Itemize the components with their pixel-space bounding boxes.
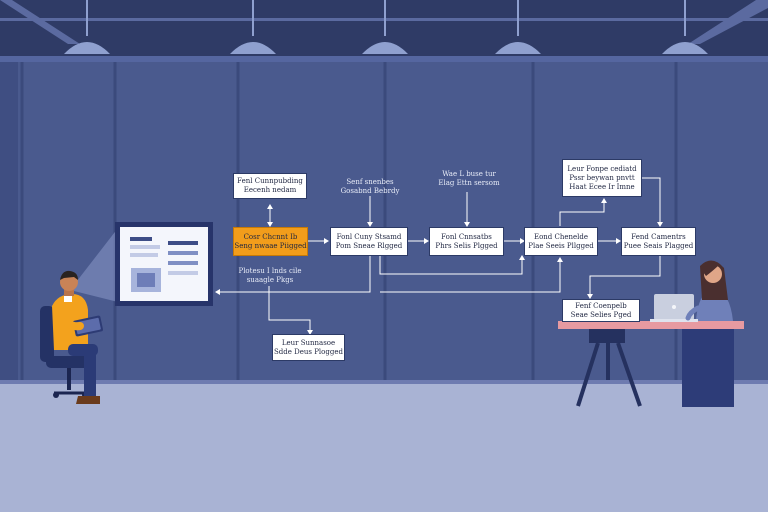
node-line: Fonl Cuny Stsamd	[336, 232, 402, 241]
node-line: Puee Seais Plagged	[623, 241, 694, 250]
desk-with-laptop-user	[558, 260, 744, 407]
node-line: Fenf Coenpelb	[575, 301, 627, 310]
mid-label-line1: Plotesu I lnds cile	[238, 267, 302, 275]
pendant-lamp	[230, 0, 276, 54]
node-line: Sdde Deus Plogged	[274, 347, 343, 356]
floor	[0, 382, 768, 512]
baseboard	[0, 380, 768, 384]
box-3-label-line2: Elag Ettn sersom	[438, 179, 500, 187]
mid-label-line2: suaagle Pkgs	[246, 276, 294, 284]
node-line: Cosr Chcnnt Ib	[243, 232, 298, 241]
flow-node-top-right: Leur Fonpe cediatd Pssr beywan pnvtt Haa…	[562, 159, 642, 197]
node-line: Haat Ecee Ir Imne	[569, 182, 635, 191]
flow-node-4: Eond Chenelde Plae Seeis Pllgged	[524, 227, 598, 256]
node-line: Plae Seeis Pllgged	[528, 241, 594, 250]
node-line: Seng nwaae Piigged	[234, 241, 307, 250]
node-line: Eecenh nedam	[243, 186, 297, 194]
connector-arrowheads	[215, 198, 663, 335]
flow-node-2: Fonl Cuny Stsamd Pom Sneae Rlgged	[330, 227, 408, 256]
box-2-label-line1: Senf snenbes	[346, 178, 394, 186]
node-line: Leur Sunnasoe	[281, 338, 336, 347]
flow-node-desk: Fenf Coenpelb Seae Selies Pged	[562, 299, 640, 322]
ceiling-strut-right	[688, 0, 768, 44]
ceiling-strut-left	[0, 0, 80, 44]
box-3-label-line1: Wae L buse tur	[442, 170, 496, 178]
node-line: Pom Sneae Rlgged	[335, 241, 403, 250]
node-line: Leur Fonpe cediatd	[567, 164, 637, 173]
pendant-lamp	[362, 0, 408, 54]
pendant-lamp	[64, 0, 110, 54]
ceiling-edge	[0, 56, 768, 62]
pendant-lamp	[495, 0, 541, 54]
box-2-label-line2: Gosabnd Bebrdy	[340, 187, 400, 195]
left-side-wall	[0, 62, 18, 392]
flow-node-top: Fenl Cunnpubding Eecenh nedam	[233, 173, 307, 199]
flow-node-5: Fend Camentrs Puee Seais Plagged	[621, 227, 696, 256]
node-line: Pssr beywan pnvtt	[569, 173, 635, 182]
flow-node-bottom: Leur Sunnasoe Sdde Deus Plogged	[272, 334, 345, 361]
seated-person-with-tablet	[40, 270, 103, 404]
box-2-label: Senf snenbes Gosabnd Bebrdy	[334, 178, 406, 196]
flow-node-3: Fonl Cnnsatbs Phrs Selis Plgged	[429, 227, 504, 256]
node-line: Eond Chenelde	[533, 232, 589, 241]
node-line: Seae Selies Pged	[570, 310, 632, 319]
presentation-screen	[115, 222, 213, 306]
projector-beam	[70, 228, 118, 302]
node-line: Phrs Selis Plgged	[435, 241, 498, 250]
box-3-label: Wae L buse tur Elag Ettn sersom	[432, 170, 506, 188]
node-line: Fend Camentrs	[631, 232, 686, 241]
node-line: Fonl Cnnsatbs	[441, 232, 492, 241]
flow-node-active: Cosr Chcnnt Ib Seng nwaae Piigged	[233, 227, 308, 256]
node-line: Fenl Cunnpubding	[237, 177, 303, 185]
mid-label: Plotesu I lnds cile suaagle Pkgs	[228, 267, 312, 285]
pendant-lamp	[662, 0, 708, 54]
